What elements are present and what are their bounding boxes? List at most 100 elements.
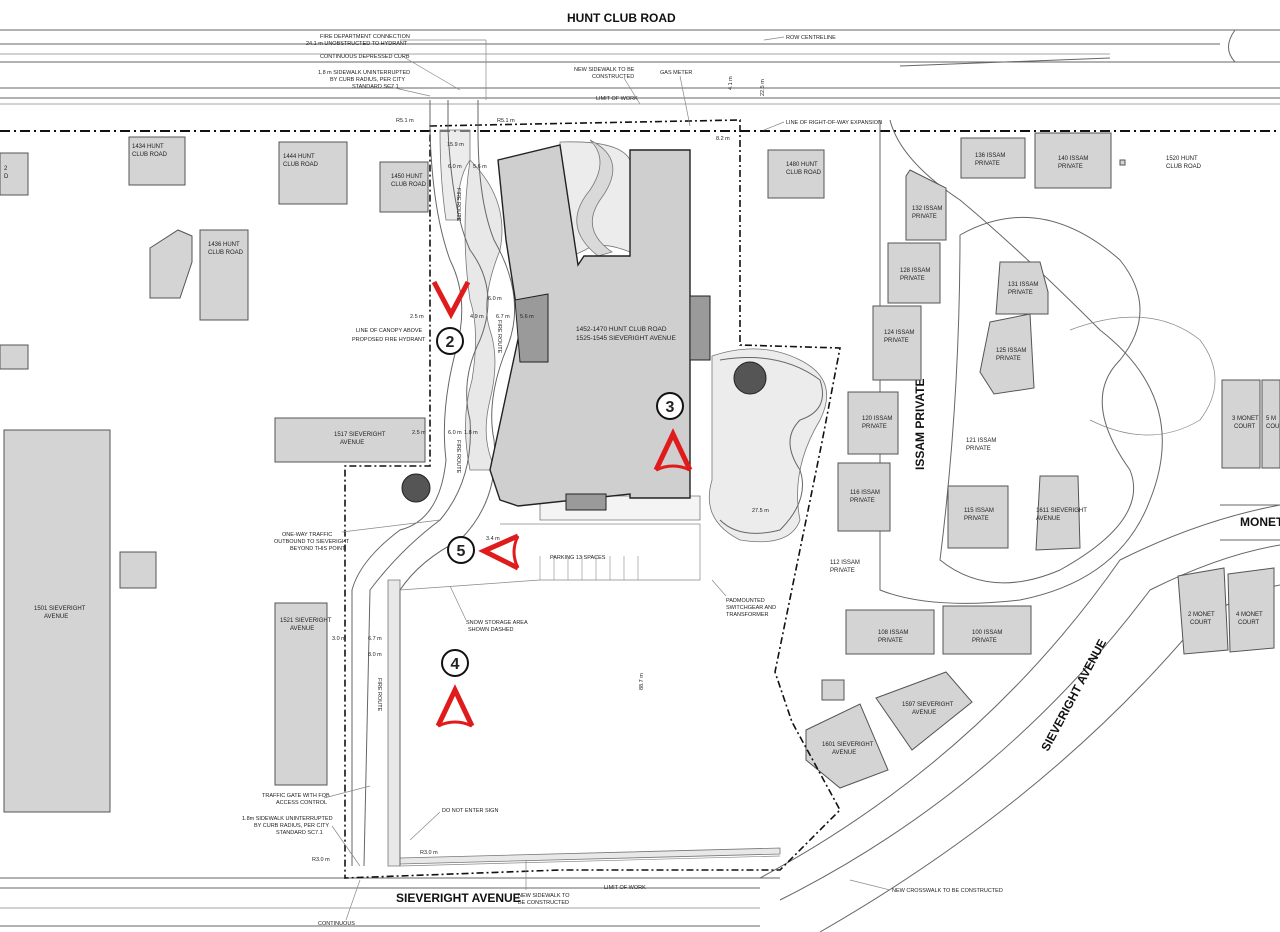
viewpoint-3-arrow [653,428,693,472]
dimension-labels: R5.1 m R5.1 m 15.9 m 6.0 m 5.6 m 4.1 m 2… [312,76,769,863]
neighbor-building-1521 [274,602,328,786]
tree-planter [733,361,767,395]
callout-row-expansion: LINE OF RIGHT-OF-WAY EXPANSION [786,120,882,126]
viewpoint-5-circle [447,536,475,564]
neighbor-building-136 [960,137,1026,179]
neighbor-building-1501 [3,429,111,813]
callout-gas-meter: GAS METER [660,70,692,76]
neighbor-building-1450 [379,161,429,213]
fire-route-label-4: FIRE ROUTE [376,678,382,712]
callout-limit-of-work-north: LIMIT OF WORK [596,96,638,102]
neighbor-building-115 [947,485,1009,549]
site-boundary [344,119,841,879]
dim-r5: R5.1 m [396,118,414,124]
monet-label: MONET [1240,515,1280,529]
sieveright-avenue-label: SIEVERIGHT AVENUE [396,891,521,905]
issam-private-road: ISSAM PRIVATE MONET [879,119,1280,604]
neighbor-building-small [119,551,157,589]
neighbor-building-120 [847,391,899,455]
dim-6-7: 6.7 m [496,314,510,320]
dim-1-8: 1.8 m [464,430,478,436]
dim-8-2: 8.2 m [716,136,730,142]
neighbor-building-1436 [199,229,249,321]
neighbor-building-1434 [128,136,186,186]
dim-27-5: 27.5 m [752,508,769,514]
neighbor-building-108 [845,609,935,655]
neighbor-building [0,152,29,196]
neighbor-building-124 [872,305,922,381]
dim-6-0b: 6.0 m [488,296,502,302]
viewpoint-3-arc [655,464,691,472]
neighbor-building-1517 [274,417,426,463]
neighbor-building-1601 [805,703,889,789]
building-address-2: 1525-1545 SIEVERIGHT AVENUE [576,335,677,342]
fire-route-label-3: FIRE ROUTE [455,440,461,474]
viewpoint-4-number: 4 [451,656,460,673]
neighbor-building-1597 [875,671,973,751]
dim-8-0: 8.0 m [368,652,382,658]
hunt-club-road-label: HUNT CLUB ROAD [567,11,676,25]
viewpoint-2: 2 [431,280,471,355]
neighbor-building-140 [1034,132,1112,189]
dim-3-4: 3.4 m [486,536,500,542]
callout-curb: CONTINUOUS DEPRESSED CURB [320,54,410,60]
callout-row-centreline: ROW CENTRELINE [786,35,836,41]
neighbor-building-100 [942,605,1032,655]
viewpoint-2-arrow [431,280,471,320]
neighbor-building-3-monet [1221,379,1261,469]
dim-r5b: R5.1 m [497,118,515,124]
neighbor-building-132 [905,169,947,241]
dim-5-6b: 5.6 m [520,314,534,320]
dim-6-7b: 6.7 m [368,636,382,642]
landscape-areas [387,129,828,867]
proposed-building: 1452-1470 HUNT CLUB ROAD 1525-1545 SIEVE… [489,144,711,511]
neighbor-buildings [0,132,1280,813]
sieveright-avenue: SIEVERIGHT AVENUE SIEVERIGHT AVENUE [0,504,1280,932]
dim-6-0c: 6.0 m [448,430,462,436]
fire-route-label-2: FIRE ROUTE [496,320,502,354]
hunt-club-road: HUNT CLUB ROAD [0,11,1280,132]
neighbor-building-5-monet [1261,379,1280,469]
dim-4-9: 4.9 m [470,314,484,320]
callout-parking: PARKING 13 SPACES [550,555,606,561]
viewpoint-3: 3 [653,392,693,472]
neighbor-building-116 [837,462,891,532]
viewpoint-3-circle [656,392,684,420]
viewpoint-4-arrow [435,684,475,728]
callout-limit-of-work-south: LIMIT OF WORK [604,885,646,891]
issam-private-label: ISSAM PRIVATE [913,378,927,470]
viewpoint-5-arrow [478,533,520,571]
